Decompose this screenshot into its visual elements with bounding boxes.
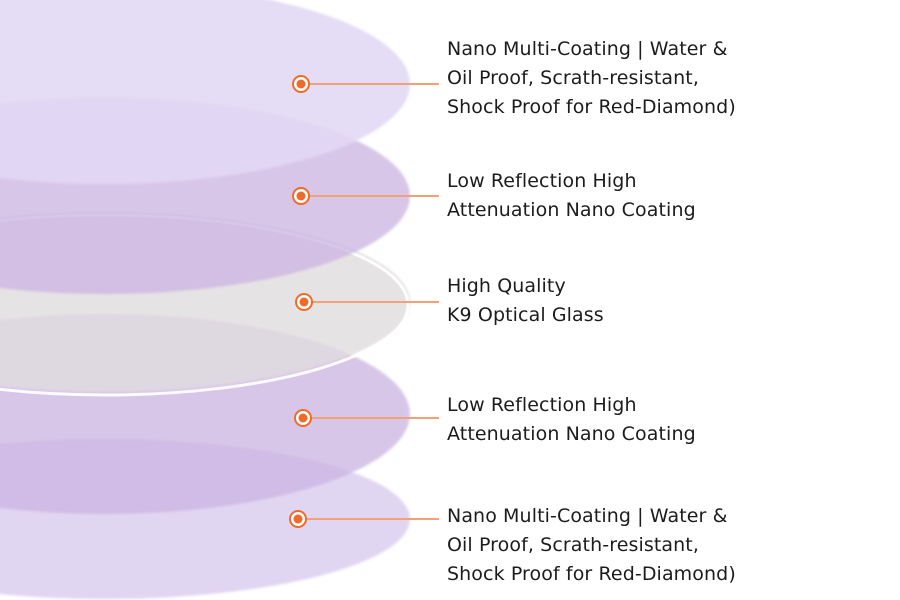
- layer-label-top-coating: Nano Multi-Coating | Water & Oil Proof, …: [447, 38, 736, 118]
- marker-dot-top-coating: [296, 79, 306, 89]
- layer-label-lower-low-reflection: Low Reflection High Attenuation Nano Coa…: [447, 394, 696, 445]
- marker-dot-optical-glass: [299, 297, 309, 307]
- layer-label-upper-low-reflection: Low Reflection High Attenuation Nano Coa…: [447, 170, 696, 221]
- marker-dot-lower-low-reflection: [298, 413, 308, 423]
- marker-dot-upper-low-reflection: [296, 191, 306, 201]
- marker-dot-bottom-coating: [293, 514, 303, 524]
- layer-disc-top-coating: [0, 0, 410, 184]
- layer-label-bottom-coating: Nano Multi-Coating | Water & Oil Proof, …: [447, 505, 736, 585]
- layer-label-optical-glass: High Quality K9 Optical Glass: [447, 275, 604, 326]
